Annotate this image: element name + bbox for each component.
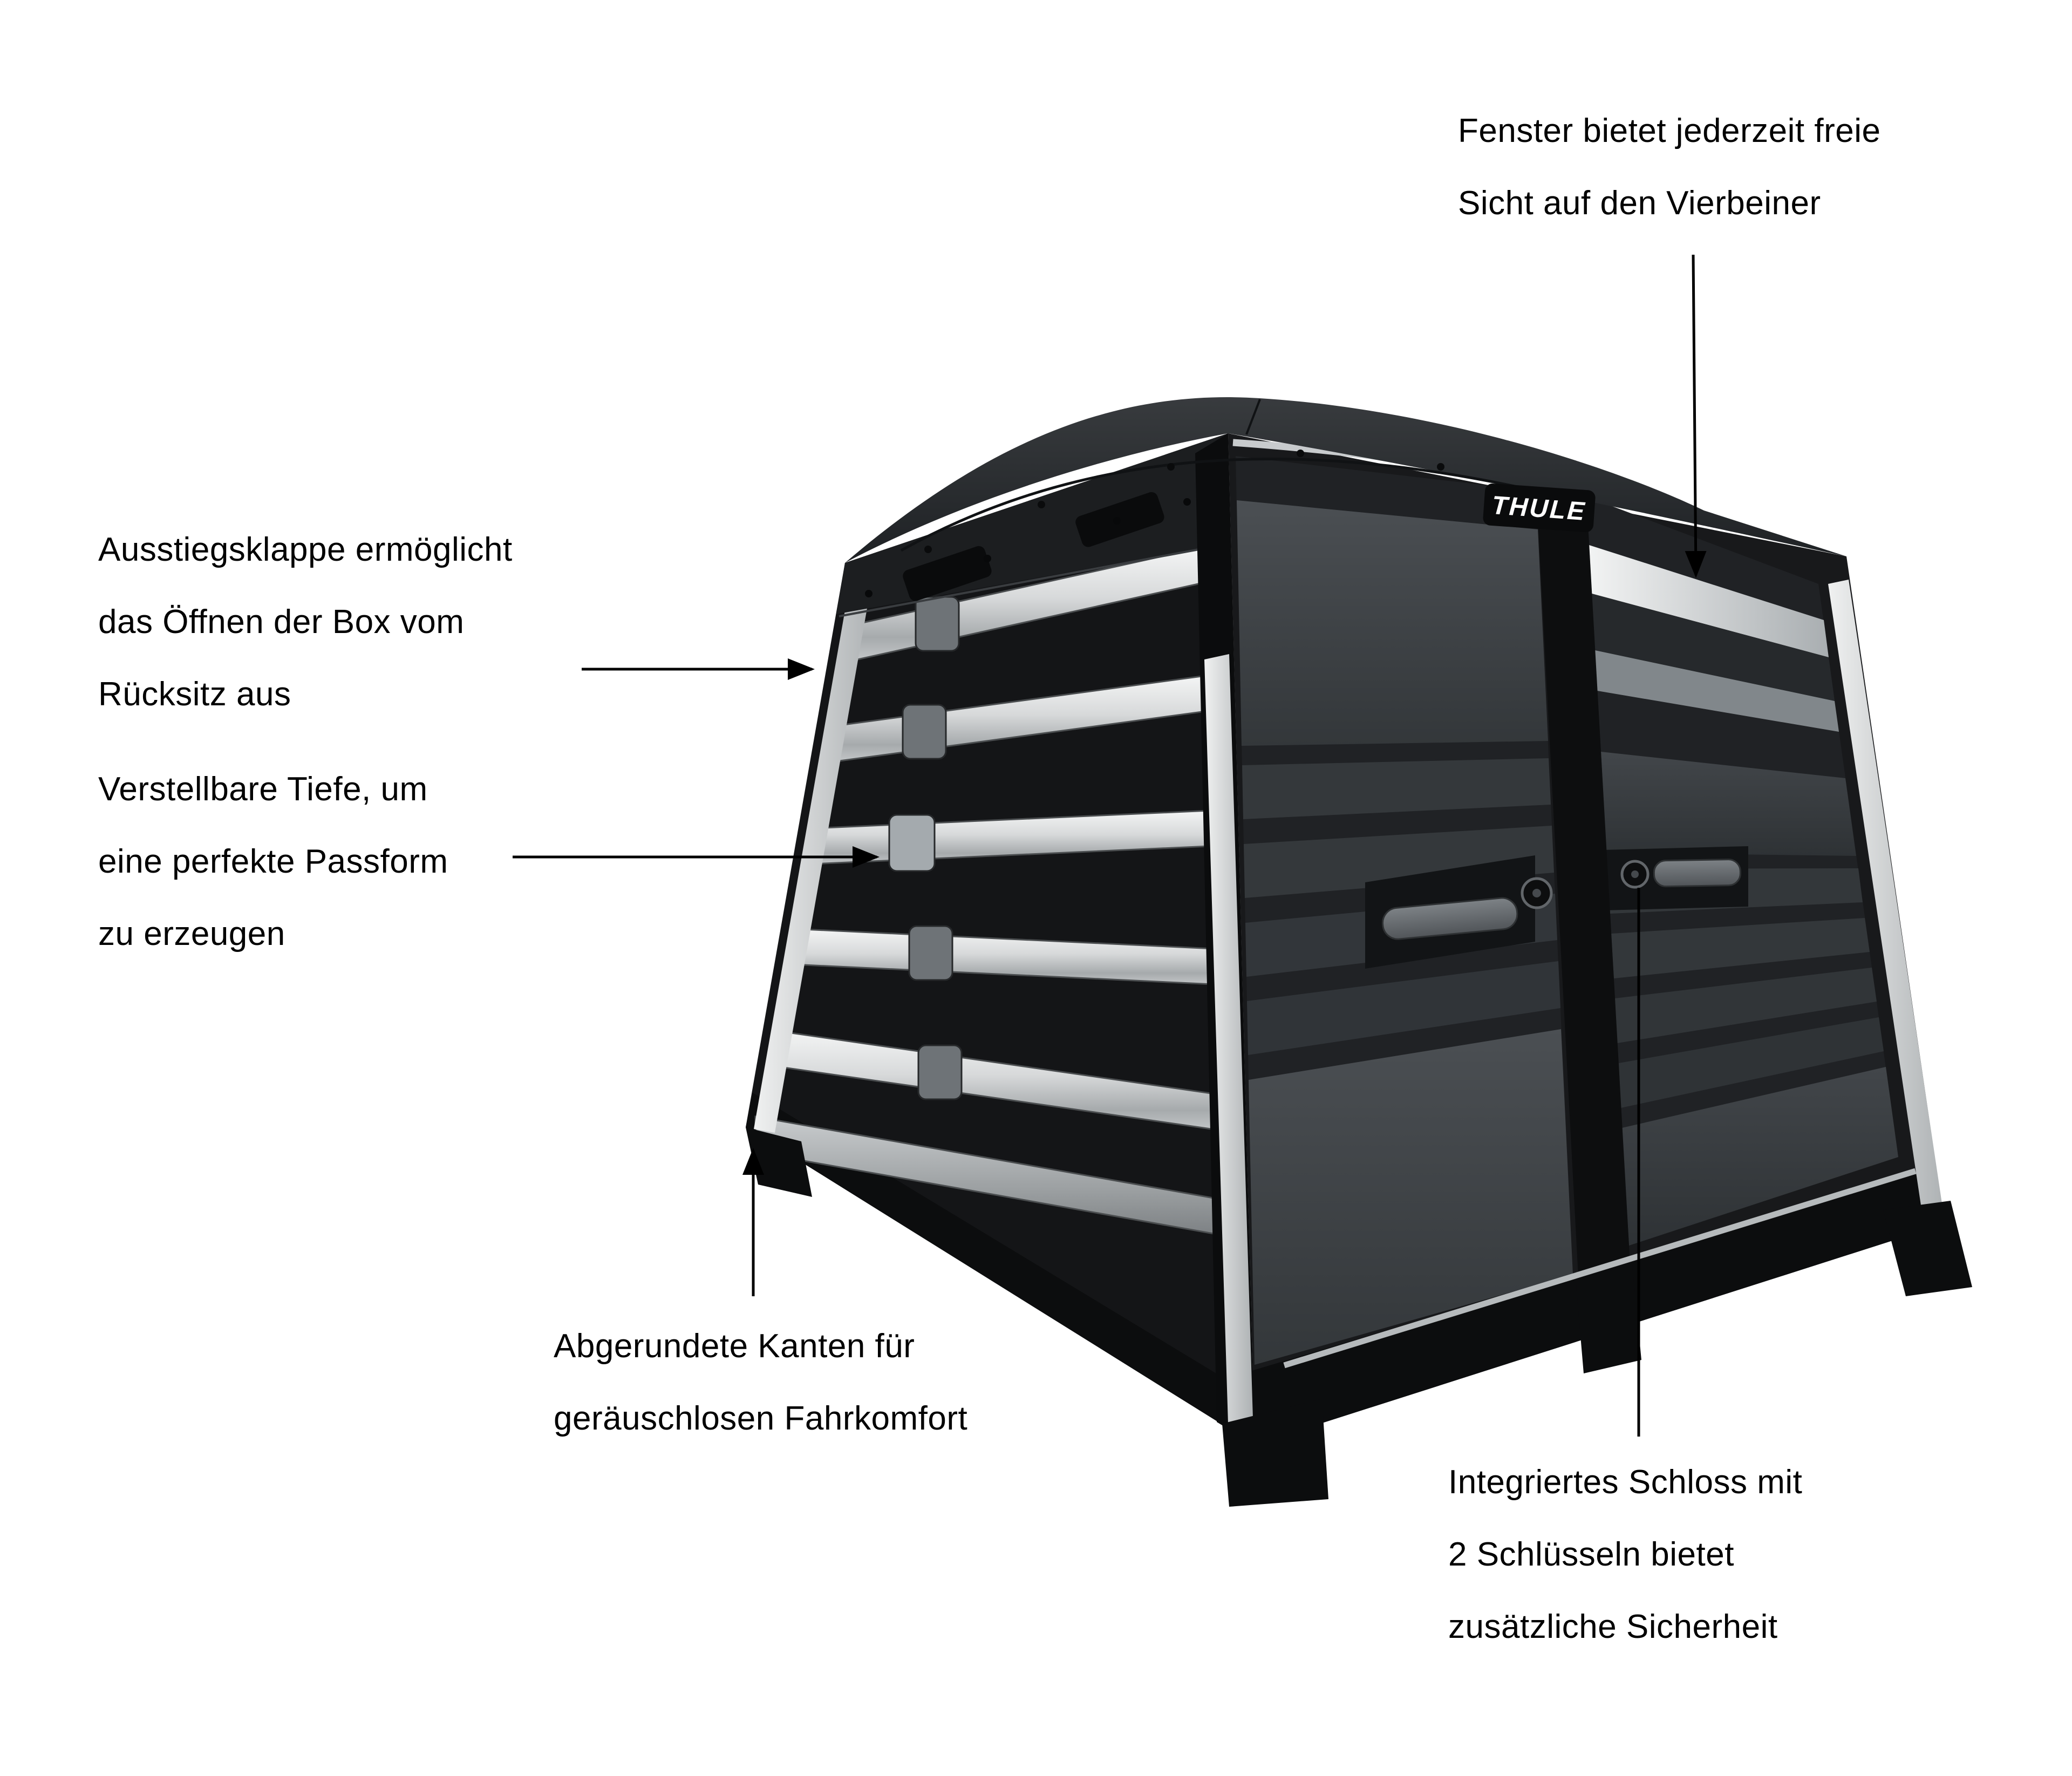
- base-aluminum-strip: [1283, 1168, 1917, 1369]
- annotation-rounded-edges: Abgerundete Kanten für geräuschlosen Fah…: [554, 1310, 967, 1455]
- crate-foot: [1576, 1265, 1641, 1373]
- front-door: [1236, 456, 1573, 1365]
- rear-corner-profile: [1828, 580, 1944, 1220]
- window-slot: [1589, 545, 1829, 657]
- depth-adjuster-clip: [908, 925, 953, 981]
- annotation-line: Ausstiegsklappe ermöglicht: [98, 531, 513, 568]
- annotation-window: Fenster bietet jederzeit freie Sicht auf…: [1458, 95, 1881, 240]
- annotation-exit-hatch: Ausstiegsklappe ermöglicht das Öffnen de…: [98, 514, 513, 731]
- annotation-line: das Öffnen der Box vom: [98, 603, 465, 641]
- annotation-line: eine perfekte Passform: [98, 843, 448, 880]
- left-aluminum-profile: [754, 564, 874, 1133]
- crate-feet: [746, 1127, 1972, 1507]
- annotation-adjustable-depth: Verstellbare Tiefe, um eine perfekte Pas…: [98, 753, 448, 970]
- annotation-line: Integriertes Schloss mit: [1448, 1464, 1803, 1501]
- crate-front-grille: [746, 433, 1255, 1445]
- rear-door-handle: [1603, 846, 1748, 910]
- exit-hatch-frame: [836, 433, 1228, 617]
- window-arrow: [1685, 254, 1707, 578]
- crate-right-side: [1228, 433, 1945, 1445]
- depth-adjuster-clip: [917, 1044, 963, 1100]
- thule-logo: THULE: [1483, 483, 1596, 533]
- crate-foot: [1222, 1399, 1328, 1507]
- annotation-lock: Integriertes Schloss mit 2 Schlüsseln bi…: [1448, 1446, 1802, 1663]
- annotation-line: Abgerundete Kanten für: [554, 1328, 915, 1365]
- thule-logo-text: THULE: [1491, 491, 1587, 526]
- annotation-line: Sicht auf den Vierbeiner: [1458, 185, 1821, 222]
- door-mullion: [1536, 489, 1631, 1287]
- annotation-line: zu erzeugen: [98, 915, 285, 952]
- crate-foot: [1883, 1201, 1972, 1296]
- annotation-line: 2 Schlüsseln bietet: [1448, 1536, 1734, 1573]
- depth-adjuster-clips: [888, 596, 963, 1100]
- crate-foot: [746, 1127, 812, 1197]
- front-base: [746, 1093, 1255, 1445]
- window-slot-dim: [1595, 650, 1839, 732]
- annotation-line: Verstellbare Tiefe, um: [98, 771, 428, 808]
- callout-arrows: [513, 254, 1707, 1437]
- depth-adjuster-clip: [902, 704, 947, 760]
- annotation-line: Fenster bietet jederzeit freie: [1458, 112, 1881, 149]
- front-door-handle: [1365, 855, 1553, 969]
- dog-crate: THULE: [746, 397, 1972, 1507]
- rear-door: [1586, 496, 1898, 1246]
- depth-adjuster-clip: [888, 814, 936, 872]
- front-corner-pillar: [1195, 433, 1255, 1445]
- depth-adjuster-clip: [915, 596, 960, 652]
- annotation-line: geräuschlosen Fahrkomfort: [554, 1400, 968, 1437]
- annotation-line: zusätzliche Sicherheit: [1448, 1608, 1778, 1645]
- annotation-line: Rücksitz aus: [98, 676, 291, 713]
